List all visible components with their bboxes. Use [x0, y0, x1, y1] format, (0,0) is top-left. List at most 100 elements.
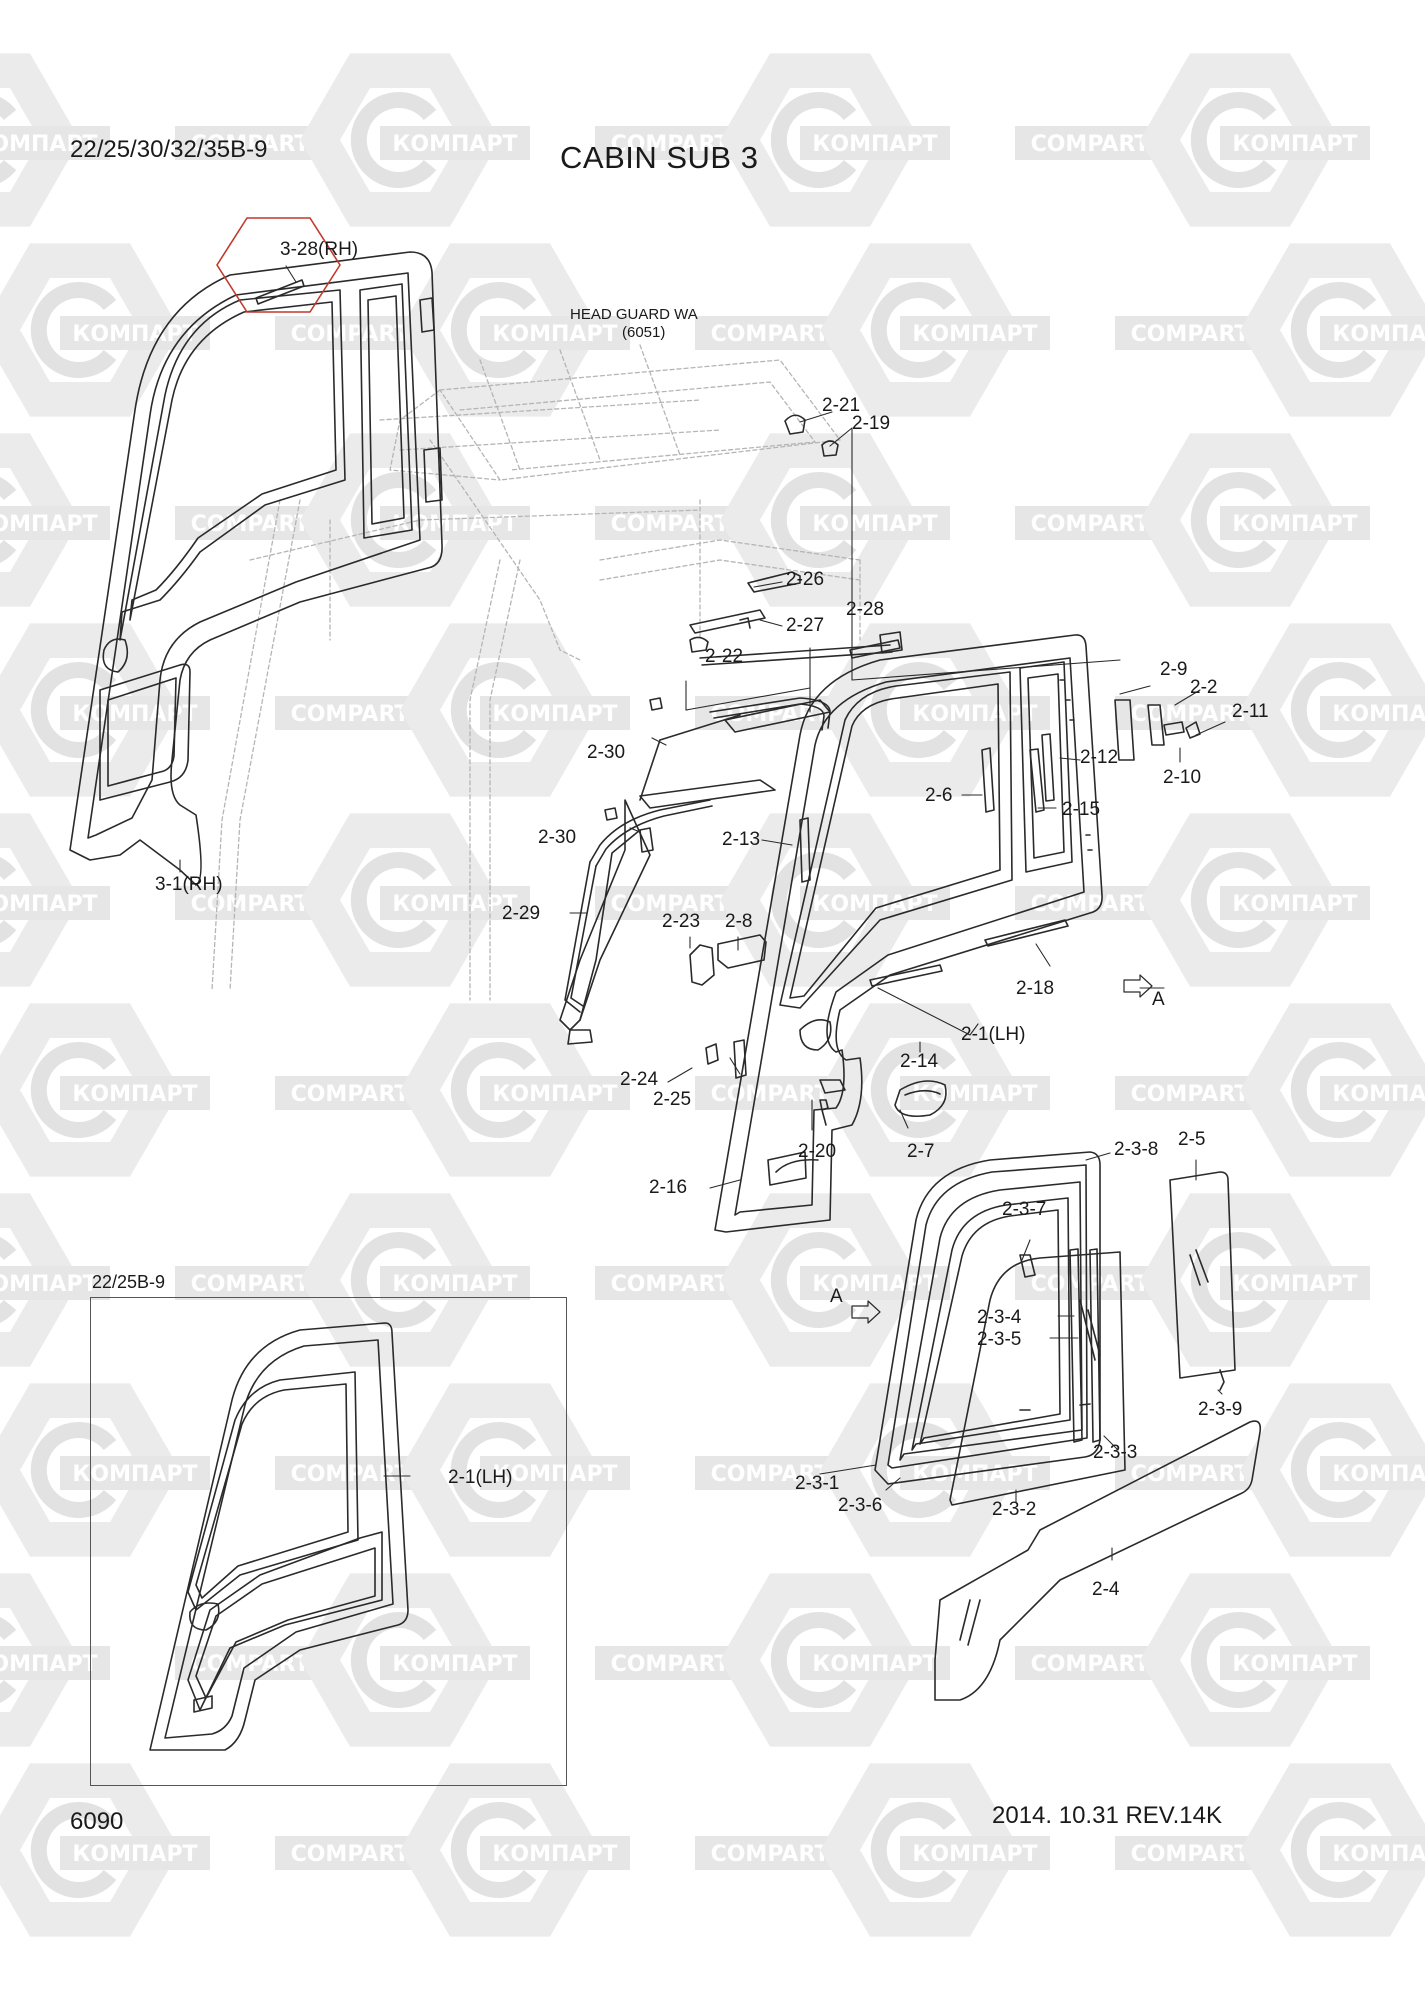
- part-callout-2-26[interactable]: 2-26: [786, 569, 825, 590]
- watermark-stamp: [800, 506, 950, 540]
- watermark-text: КОМПАРТ: [912, 1082, 1037, 1107]
- part-callout-2-4[interactable]: 2-4: [1092, 1579, 1120, 1600]
- watermark-stamp: [595, 886, 745, 920]
- watermark-stamp: [380, 1646, 530, 1680]
- watermark-stamp: [275, 696, 425, 730]
- part-callout-2-2[interactable]: 2-2: [1190, 677, 1218, 698]
- watermark-stamp: [60, 1076, 210, 1110]
- part-callout-2-3-1[interactable]: 2-3-1: [795, 1473, 840, 1494]
- watermark-stamp: [60, 1456, 210, 1490]
- watermark-text: КОМПАРТ: [492, 322, 617, 347]
- part-callout-2-22[interactable]: 2-22: [705, 646, 744, 667]
- watermark-stamp: [1220, 1266, 1370, 1300]
- watermark-text: КОМПАРТ: [912, 1842, 1037, 1867]
- inset-part-label[interactable]: 2-1(LH): [448, 1467, 513, 1488]
- watermark-stamp: [480, 1076, 630, 1110]
- watermark-stamp: [1115, 1836, 1265, 1870]
- watermark-stamp: [60, 1836, 210, 1870]
- watermark-stamp: [900, 1456, 1050, 1490]
- watermark-text: КОМПАРТ: [1232, 1652, 1357, 1677]
- part-callout-2-14[interactable]: 2-14: [900, 1051, 939, 1072]
- watermark-text: КОМПАРТ: [912, 322, 1037, 347]
- watermark-stamp: [1015, 1646, 1165, 1680]
- part-callout-2-6[interactable]: 2-6: [925, 785, 953, 806]
- part-callout-2-19[interactable]: 2-19: [852, 413, 891, 434]
- part-callout-2-3-6[interactable]: 2-3-6: [838, 1495, 883, 1516]
- watermark-stamp: [595, 1266, 745, 1300]
- watermark-stamp: [900, 696, 1050, 730]
- part-callout-2-29[interactable]: 2-29: [502, 903, 541, 924]
- watermark-stamp: [380, 126, 530, 160]
- part-callout-2-3-3[interactable]: 2-3-3: [1093, 1442, 1138, 1463]
- part-callout-2-5[interactable]: 2-5: [1178, 1129, 1206, 1150]
- watermark-text: КОМПАРТ: [392, 512, 517, 537]
- watermark-text: COMPART: [191, 892, 310, 917]
- watermark-stamp: [480, 316, 630, 350]
- lh-door-frame: [714, 634, 1103, 1233]
- watermark-stamp: [1320, 1076, 1425, 1110]
- watermark-text: КОМПАРТ: [812, 132, 937, 157]
- watermark-text: COMPART: [1131, 1082, 1250, 1107]
- rods-and-rails: [564, 644, 893, 1013]
- part-callout-2-3-9[interactable]: 2-3-9: [1198, 1399, 1243, 1420]
- part-callout-2-7[interactable]: 2-7: [907, 1141, 935, 1162]
- part-callout-2-3-5[interactable]: 2-3-5: [977, 1329, 1022, 1350]
- part-callout-2-11[interactable]: 2-11: [1232, 701, 1269, 722]
- part-callout-2-30-lower[interactable]: 2-30: [538, 827, 577, 848]
- part-callout-2-3-7[interactable]: 2-3-7: [1002, 1199, 1047, 1220]
- watermark-text: КОМПАРТ: [1232, 1272, 1357, 1297]
- part-callout-2-21[interactable]: 2-21: [822, 395, 861, 416]
- part-callout-2-3-2[interactable]: 2-3-2: [992, 1499, 1037, 1520]
- part-callout-2-18[interactable]: 2-18: [1016, 978, 1055, 999]
- watermark-text: COMPART: [1031, 512, 1150, 537]
- watermark-text: КОМПАРТ: [1332, 1082, 1425, 1107]
- watermark-stamp: [1015, 886, 1165, 920]
- watermark-stamp: [175, 886, 325, 920]
- watermark-text: КОМПАРТ: [812, 512, 937, 537]
- part-callout-2-27[interactable]: 2-27: [786, 615, 825, 636]
- part-callout-2-30[interactable]: 2-30: [587, 742, 626, 763]
- watermark-stamp: [1015, 506, 1165, 540]
- watermark-text: КОМПАРТ: [1332, 1462, 1425, 1487]
- watermark-text: КОМПАРТ: [72, 1082, 197, 1107]
- watermark-text: COMPART: [1131, 322, 1250, 347]
- page-number: 6090: [70, 1808, 124, 1835]
- part-callout-2-16[interactable]: 2-16: [649, 1177, 688, 1198]
- watermark-text: КОМПАРТ: [492, 702, 617, 727]
- part-callout-2-3-4[interactable]: 2-3-4: [977, 1307, 1022, 1328]
- part-callout-2-24[interactable]: 2-24: [620, 1069, 659, 1090]
- watermark-stamp: [480, 1456, 630, 1490]
- part-callout-2-20[interactable]: 2-20: [798, 1141, 837, 1162]
- part-callout-2-28[interactable]: 2-28: [846, 599, 885, 620]
- watermark-stamp: [380, 506, 530, 540]
- watermark-text: КОМПАРТ: [812, 1652, 937, 1677]
- part-callout-2-10[interactable]: 2-10: [1163, 767, 1202, 788]
- watermark-stamp: [275, 1836, 425, 1870]
- part-callout-2-12[interactable]: 2-12: [1080, 747, 1119, 768]
- part-callout-2-13[interactable]: 2-13: [722, 829, 761, 850]
- part-callout-2-1-lh[interactable]: 2-1(LH): [961, 1024, 1026, 1045]
- part-callout-2-9[interactable]: 2-9: [1160, 659, 1188, 680]
- part-callout-2-8[interactable]: 2-8: [725, 911, 753, 932]
- watermark-text: КОМПАРТ: [1232, 132, 1357, 157]
- watermark-text: КОМПАРТ: [492, 1082, 617, 1107]
- watermark-stamp: [175, 506, 325, 540]
- watermark-stamp: [480, 1836, 630, 1870]
- watermark-text: COMPART: [611, 1272, 730, 1297]
- watermark-text: COMPART: [611, 132, 730, 157]
- watermark-stamp: [0, 126, 110, 160]
- part-callout-3-28[interactable]: 3-28(RH): [280, 239, 359, 260]
- part-callout-2-3-8[interactable]: 2-3-8: [1114, 1139, 1159, 1160]
- watermark-text: КОМПАРТ: [1232, 512, 1357, 537]
- revision-date: 2014. 10.31 REV.14K: [992, 1802, 1222, 1829]
- watermark-stamp: [0, 1266, 110, 1300]
- page-title: CABIN SUB 3: [560, 140, 759, 175]
- watermark-text: КОМПАРТ: [0, 1652, 98, 1677]
- part-callout-3-1[interactable]: 3-1(RH): [155, 874, 223, 895]
- part-callout-2-25[interactable]: 2-25: [653, 1089, 692, 1110]
- part-callout-2-15[interactable]: 2-15: [1062, 799, 1101, 820]
- part-callout-2-23[interactable]: 2-23: [662, 911, 701, 932]
- head-guard-label: HEAD GUARD WA: [570, 306, 698, 323]
- watermark-text: COMPART: [291, 702, 410, 727]
